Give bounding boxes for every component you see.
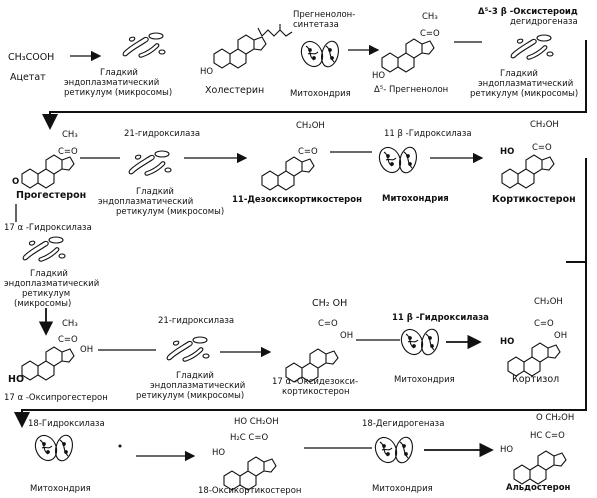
cortisol-structure — [507, 342, 561, 377]
er-label-2-line2: эндоплазматический — [478, 79, 573, 89]
oh18-label: 18-Оксикортикостерон — [198, 486, 301, 496]
dehydrogenase-line2: дегидрогеназа — [510, 17, 578, 27]
pregnenolone-structure — [381, 38, 435, 73]
hydroxylase17a: 17 α -Гидроксилаза — [4, 223, 92, 233]
cortisol-co: C=O — [534, 319, 554, 329]
mitochondria-label-5: Митохондрия — [372, 484, 433, 494]
er-label-4-line2: эндоплазматический — [4, 279, 99, 289]
smooth-er-icon-3 — [128, 150, 172, 176]
acetate-label: Ацетат — [10, 72, 46, 83]
compound-s-label-line2: кортикостерон — [282, 387, 350, 397]
compound-s-label-line1: 17 α -Оксидезокси- — [272, 377, 358, 387]
er-label-5-line3: ретикулум (микросомы) — [136, 391, 244, 401]
cholesterol-label: Холестерин — [205, 85, 264, 96]
connector-row4-row5 — [14, 262, 587, 428]
smooth-er-icon-4 — [22, 236, 66, 262]
er-label-1-line3: ретикулум (микросомы) — [64, 88, 172, 98]
mitochondria-label-4: Митохондрия — [30, 484, 91, 494]
mitochondria-icon-3 — [396, 325, 442, 359]
progesterone-ch3: CH₃ — [62, 130, 78, 140]
cholesterol-structure — [213, 34, 267, 69]
hydroxylase21-a: 21-гидроксилаза — [124, 129, 200, 139]
oh18-ho: HO — [212, 448, 225, 458]
er-label-4-line3: ретикулум — [22, 289, 70, 299]
er-label-4-line4: (микросомы) — [14, 299, 71, 309]
smooth-er-icon-5 — [166, 336, 210, 362]
mitochondria-icon-4 — [30, 431, 76, 465]
ohp-ho: HO — [8, 374, 24, 385]
progesterone-structure — [21, 154, 75, 189]
connector-row1-row2 — [42, 40, 587, 130]
mitochondria-label-3: Митохондрия — [394, 375, 455, 385]
dot-marker — [118, 444, 122, 448]
corticosterone-structure — [501, 154, 555, 189]
acetate-formula: CH₃COOH — [8, 52, 54, 63]
pregnenolone-synthetase-line2: синтетаза — [293, 20, 339, 30]
progesterone-label: Прогестерон — [16, 190, 86, 201]
compound-s-oh: OH — [340, 331, 353, 341]
er-label-1-line2: эндоплазматический — [64, 78, 159, 88]
hydroxylase11b-b: 11 β -Гидроксилаза — [392, 313, 489, 323]
compound-s-ch2oh: CH₂ OH — [312, 298, 347, 309]
ohp-oh: OH — [80, 345, 93, 355]
er-label-2-line3: ретикулум (микросомы) — [470, 89, 578, 99]
doc-co: C=O — [298, 147, 318, 157]
cortisol-label: Кортизол — [512, 374, 559, 385]
er-label-5-line1: Гладкий — [176, 371, 214, 381]
cortisol-oh: OH — [554, 331, 567, 341]
compound-s-co: C=O — [318, 319, 338, 329]
aldosterone-mid: HC C=O — [530, 431, 565, 441]
pregnenolone-ch3: CH₃ — [422, 12, 438, 22]
ohp-ch3: CH₃ — [62, 319, 78, 329]
cholesterol-ho: HO — [200, 67, 213, 77]
ohp-structure — [21, 346, 75, 381]
mitochondria-icon-2 — [374, 143, 420, 177]
pregnenolone-ho: HO — [372, 71, 385, 81]
oh18-mid: H₂C C=O — [230, 433, 268, 443]
aldosterone-ho: HO — [500, 445, 513, 455]
hydroxylase21-b: 21-гидроксилаза — [158, 316, 234, 326]
pregnenolone-synthetase-line1: Прегненолон- — [293, 10, 355, 20]
er-label-5-line2: эндоплазматический — [150, 381, 245, 391]
hydroxylase18: 18-Гидроксилаза — [28, 419, 105, 429]
smooth-er-icon-2 — [510, 34, 554, 60]
er-label-3-line2: эндоплазматический — [98, 197, 193, 207]
smooth-er-icon-1 — [122, 32, 166, 58]
cholesterol-side-chain — [257, 24, 293, 37]
aldosterone-top: O CH₂OH — [536, 413, 574, 423]
mitochondria-label-1: Митохондрия — [290, 89, 351, 99]
cortisol-ch2oh: CH₂OH — [534, 297, 563, 307]
connector-right-vertical — [566, 158, 587, 263]
doc-structure — [261, 156, 315, 191]
progesterone-o: O — [12, 177, 19, 187]
mitochondria-icon-1 — [296, 37, 342, 71]
corticosterone-ch2oh: CH₂OH — [530, 120, 559, 130]
progesterone-co: C=O — [58, 147, 78, 157]
dehydrogenase18: 18-Дегидрогеназа — [362, 419, 444, 429]
er-label-3-line1: Гладкий — [136, 187, 174, 197]
hydroxylase11b-a: 11 β -Гидроксилаза — [384, 129, 472, 139]
aldosterone-label: Альдостерон — [506, 483, 571, 493]
doc-label: 11-Дезоксикортикостерон — [232, 195, 362, 205]
mitochondria-label-2: Митохондрия — [382, 194, 449, 204]
pregnenolone-label: Δ⁵- Прегненолон — [374, 85, 448, 95]
corticosterone-co: C=O — [532, 143, 552, 153]
mitochondria-icon-5 — [370, 433, 416, 467]
er-label-1-line1: Гладкий — [100, 68, 138, 78]
er-label-3-line3: ретикулум (микросомы) — [116, 207, 224, 217]
cortisol-ho: HO — [500, 337, 514, 347]
oh18-top: HO CH₂OH — [234, 417, 279, 427]
ohp-co: C=O — [58, 335, 78, 345]
corticosterone-ho: HO — [500, 147, 514, 157]
er-label-2-line1: Гладкий — [500, 69, 538, 79]
ohp-label: 17 α -Оксипрогестерон — [4, 393, 108, 403]
pregnenolone-co: C=O — [420, 29, 440, 39]
doc-ch2oh: CH₂OH — [296, 121, 325, 131]
corticosterone-label: Кортикостерон — [492, 194, 576, 205]
dehydrogenase-line1: Δ⁵-3 β -Оксистероид — [478, 7, 578, 17]
er-label-4-line1: Гладкий — [30, 269, 68, 279]
aldosterone-structure — [513, 450, 567, 485]
